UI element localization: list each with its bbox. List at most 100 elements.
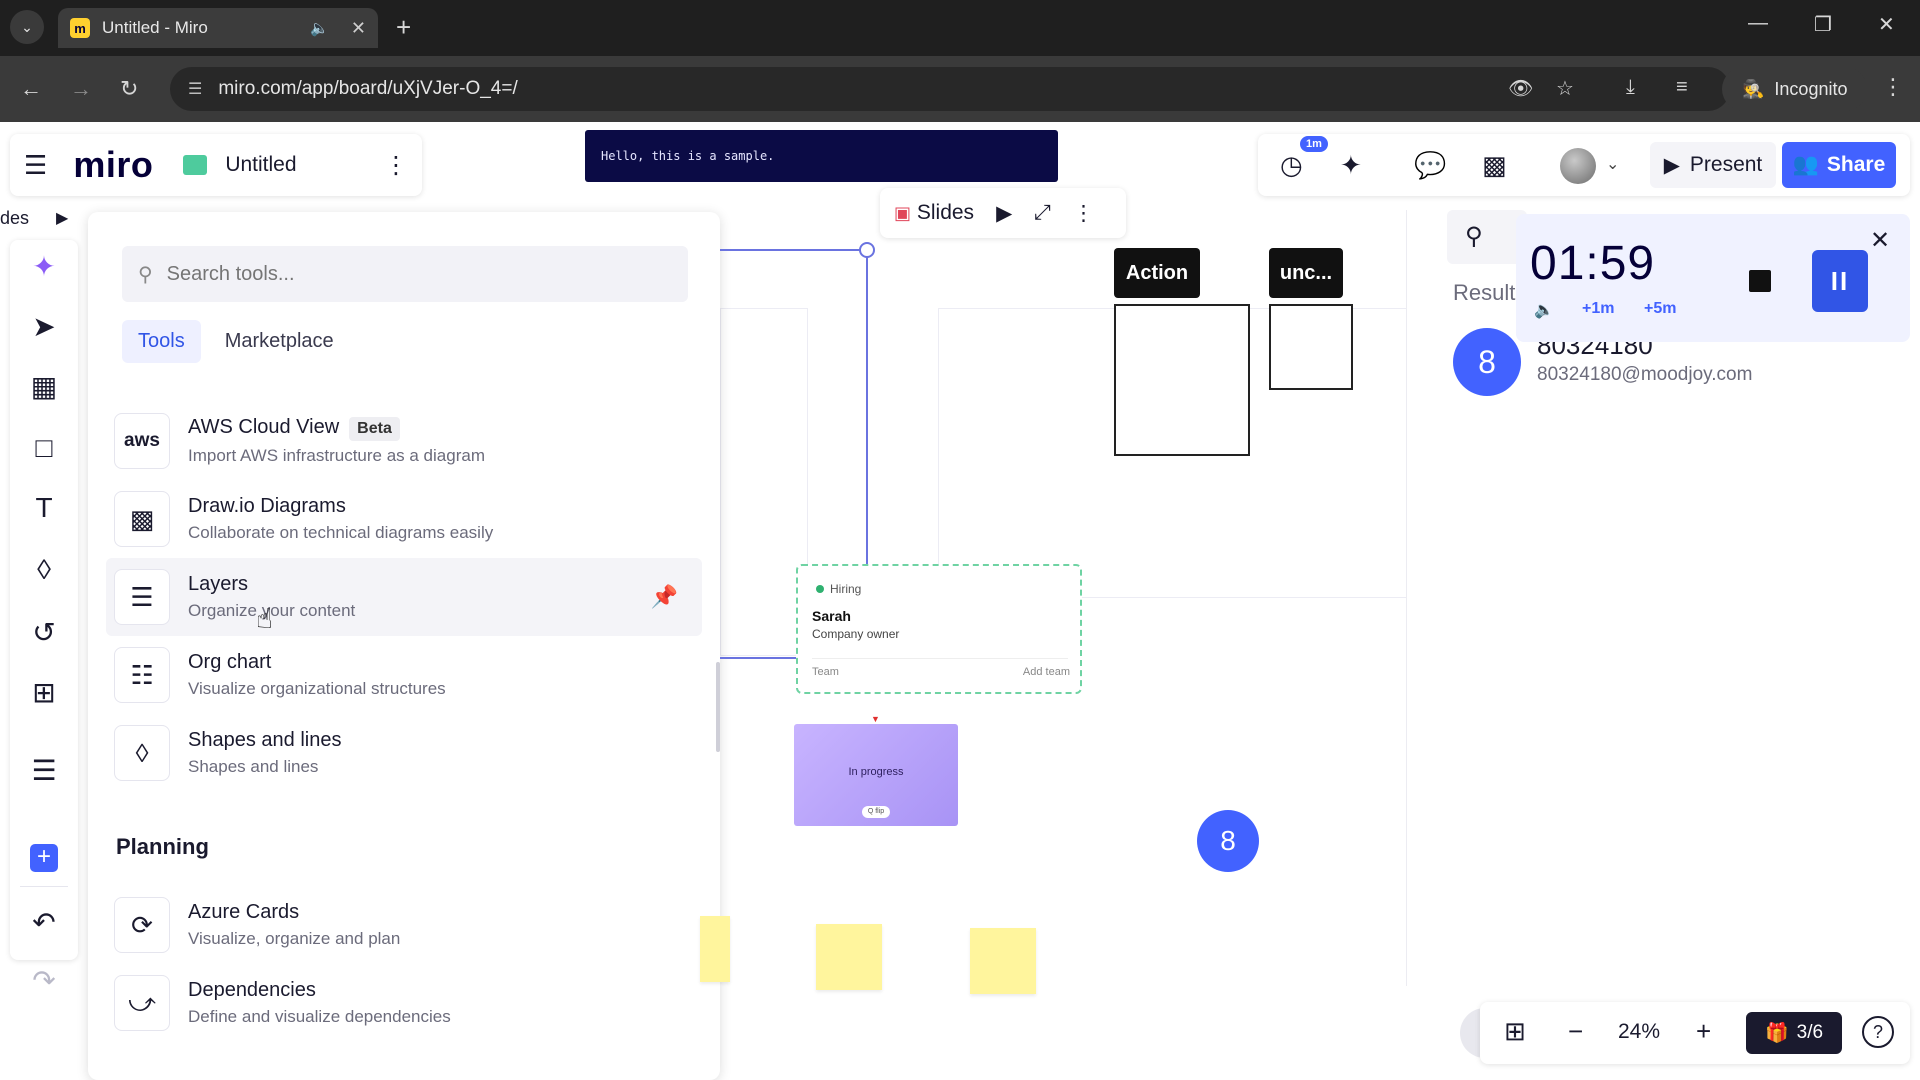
url-bar[interactable]: ☰ miro.com/app/board/uXjVJer-O_4=/: [170, 67, 1730, 111]
browser-tab[interactable]: m Untitled - Miro 🔈 ✕: [58, 8, 378, 48]
hiring-card[interactable]: Hiring Sarah Company owner Team Add team: [796, 564, 1082, 694]
board-options-icon[interactable]: ⋮: [384, 151, 408, 179]
tool-layers[interactable]: ☰ Layers Organize your content 📌: [106, 558, 702, 636]
tool-azure-cards[interactable]: ⟳ Azure Cards Visualize, organize and pl…: [106, 886, 702, 964]
minimize-icon[interactable]: —: [1748, 12, 1768, 34]
sound-icon[interactable]: 🔈: [1534, 302, 1554, 319]
close-timer-icon[interactable]: ✕: [1870, 227, 1891, 254]
speaker-icon[interactable]: 🔈: [310, 20, 329, 37]
tab-marketplace[interactable]: Marketplace: [224, 330, 334, 352]
present-button[interactable]: ▶ Present: [1650, 142, 1776, 188]
miro-logo[interactable]: miro: [73, 144, 154, 185]
tools-search[interactable]: ⚲: [122, 246, 688, 302]
tools-panel-scrollbar[interactable]: [716, 662, 720, 752]
tool-description: Organize your content: [188, 601, 356, 620]
more-options-icon[interactable]: ⋮: [1073, 201, 1095, 225]
slides-partial-label[interactable]: des: [0, 208, 30, 228]
browser-menu-icon[interactable]: ⋮: [1882, 74, 1904, 99]
in-progress-card[interactable]: In progress Q flip: [794, 724, 958, 826]
reload-icon[interactable]: ↻: [120, 76, 139, 101]
board-title[interactable]: Untitled: [225, 153, 297, 176]
stop-timer-button[interactable]: [1749, 270, 1771, 292]
tab-close-icon[interactable]: ✕: [350, 17, 366, 38]
tools-search-input[interactable]: [166, 262, 688, 286]
main-menu-icon[interactable]: ☰: [24, 149, 48, 180]
eye-off-icon[interactable]: 👁: [1508, 78, 1534, 100]
tab-list-chevron-icon[interactable]: ⌄: [10, 10, 44, 44]
tool-shapes-and-lines[interactable]: ◊ Shapes and lines Shapes and lines: [106, 714, 702, 792]
sticky-note[interactable]: [970, 928, 1036, 994]
empty-box[interactable]: [1269, 304, 1353, 390]
add-team-link[interactable]: Add team: [1022, 666, 1070, 678]
sticky-note[interactable]: [700, 916, 730, 982]
pin-icon[interactable]: 📌: [650, 584, 678, 609]
panel-search-field[interactable]: [1447, 210, 1527, 264]
sticky-note-icon[interactable]: □: [35, 432, 53, 463]
reactions-icon[interactable]: ✦: [1340, 150, 1362, 180]
collaborator-cursor-badge[interactable]: 8: [1197, 810, 1259, 872]
tool-org-chart[interactable]: ☷ Org chart Visualize organizational str…: [106, 636, 702, 714]
play-icon[interactable]: ▶: [56, 210, 69, 227]
select-cursor-icon[interactable]: ➤: [32, 311, 56, 342]
media-queue-icon[interactable]: ≡: [1676, 76, 1688, 98]
tool-dependencies[interactable]: ⤻ Dependencies Define and visualize depe…: [106, 964, 702, 1042]
fit-to-screen-icon[interactable]: ⊞: [1504, 1016, 1526, 1046]
ai-sparkle-icon[interactable]: ✦: [32, 251, 56, 282]
pause-timer-button[interactable]: II: [1812, 250, 1868, 312]
download-icon[interactable]: ⤓: [1626, 76, 1635, 98]
pages-button[interactable]: 🎁 3/6: [1746, 1012, 1842, 1054]
beta-badge: Beta: [349, 417, 400, 441]
tool-text: Dependencies Define and visualize depend…: [188, 979, 702, 1027]
action-tag[interactable]: Action: [1114, 248, 1200, 298]
selection-line: [720, 657, 866, 659]
text-icon[interactable]: T: [35, 492, 53, 523]
new-tab-button[interactable]: +: [396, 12, 412, 42]
resize-handle[interactable]: [859, 242, 875, 258]
templates-icon[interactable]: ▦: [30, 371, 58, 402]
incognito-indicator[interactable]: 🕵 Incognito: [1722, 67, 1868, 111]
tool-drawio-diagrams[interactable]: ▩ Draw.io Diagrams Collaborate on techni…: [106, 480, 702, 558]
empty-box[interactable]: [1114, 304, 1250, 456]
timer-icon[interactable]: ◷: [1280, 150, 1303, 180]
expand-icon[interactable]: ⤢: [1034, 201, 1052, 224]
redo-icon[interactable]: ↷: [32, 965, 56, 996]
shapes-icon[interactable]: ◊: [37, 554, 51, 585]
zoom-in-icon[interactable]: +: [1696, 1016, 1712, 1046]
add-1-minute-button[interactable]: +1m: [1582, 300, 1615, 317]
site-info-icon[interactable]: ☰: [188, 81, 203, 98]
add-5-minutes-button[interactable]: +5m: [1644, 300, 1677, 317]
window-close-icon[interactable]: ✕: [1878, 14, 1895, 36]
tab-tools[interactable]: Tools: [122, 320, 201, 363]
more-tools-button[interactable]: +: [30, 844, 58, 872]
board-header: ☰ miro Untitled ⋮: [10, 134, 422, 196]
sticky-note[interactable]: [816, 924, 882, 990]
tool-description: Visualize organizational structures: [188, 679, 446, 698]
tool-name: Draw.io Diagrams: [188, 495, 346, 517]
progress-pill[interactable]: Q flip: [862, 806, 890, 818]
chevron-down-icon[interactable]: ⌄: [1606, 156, 1620, 173]
comments-icon[interactable]: 💬: [1414, 150, 1447, 180]
play-icon[interactable]: ▶: [996, 201, 1013, 225]
unc-tag[interactable]: unc...: [1269, 248, 1343, 298]
form-icon[interactable]: ☰: [31, 755, 57, 786]
forward-icon[interactable]: →: [70, 76, 92, 101]
result-avatar[interactable]: 8: [1453, 328, 1521, 396]
help-icon[interactable]: ?: [1862, 1016, 1894, 1048]
lasso-icon[interactable]: ↺: [32, 617, 56, 648]
frame-icon[interactable]: ⊞: [32, 677, 56, 708]
video-call-icon[interactable]: ▩: [1482, 150, 1507, 180]
share-button[interactable]: 👥 Share: [1782, 142, 1896, 188]
restore-icon[interactable]: ❐: [1814, 14, 1832, 36]
slides-button[interactable]: ▣ Slides: [894, 201, 974, 225]
zoom-level[interactable]: 24%: [1618, 1020, 1661, 1043]
zoom-out-icon[interactable]: −: [1568, 1016, 1584, 1046]
back-icon[interactable]: ←: [20, 76, 42, 101]
tool-description: Shapes and lines: [188, 757, 319, 776]
miro-board-canvas[interactable]: ☰ miro Untitled ⋮ Hello, this is a sampl…: [0, 122, 1920, 1080]
bookmark-star-icon[interactable]: ☆: [1556, 78, 1574, 100]
user-avatar[interactable]: [1560, 148, 1596, 184]
undo-icon[interactable]: ↶: [32, 907, 56, 938]
code-block[interactable]: Hello, this is a sample.: [585, 130, 1058, 182]
